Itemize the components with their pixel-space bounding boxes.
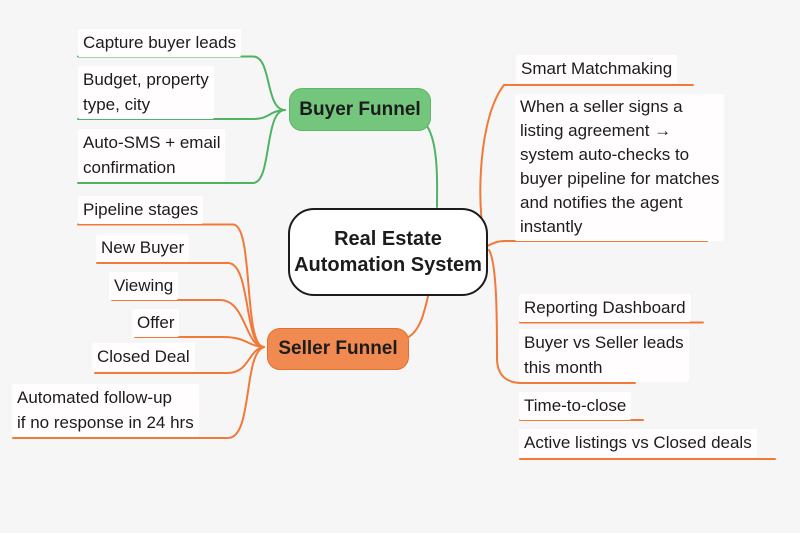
edge-buyer-vs-seller bbox=[488, 249, 636, 384]
root-node[interactable]: Real Estate Automation System bbox=[288, 208, 488, 296]
root-node-label: Real Estate Automation System bbox=[294, 228, 482, 276]
edge-new-buyer bbox=[96, 262, 265, 348]
edge-closed-deal bbox=[94, 346, 265, 374]
topic-new-buyer[interactable]: New Buyer bbox=[96, 234, 190, 262]
edge-capture-leads bbox=[77, 55, 286, 111]
topic-offer[interactable]: Offer bbox=[132, 309, 180, 337]
buyer-funnel-label: Buyer Funnel bbox=[299, 98, 421, 120]
seller-funnel-label: Seller Funnel bbox=[278, 338, 398, 359]
edge-follow-up bbox=[12, 346, 265, 439]
edge-buyer-to-root bbox=[426, 125, 439, 208]
topic-smart-matchmaking[interactable]: Smart Matchmaking bbox=[516, 55, 678, 83]
topic-reporting-dashboard[interactable]: Reporting Dashboard bbox=[519, 294, 691, 322]
edge-auto-sms bbox=[77, 109, 286, 184]
topic-closed-deal[interactable]: Closed Deal bbox=[92, 343, 195, 371]
edge-seller-to-root bbox=[406, 291, 430, 339]
edge-offer bbox=[134, 336, 265, 348]
edge-matchmaking-description bbox=[486, 240, 708, 247]
topic-capture-buyer-leads[interactable]: Capture buyer leads bbox=[78, 29, 242, 57]
topic-buyer-vs-seller-leads[interactable]: Buyer vs Seller leads this month bbox=[519, 329, 689, 382]
edge-pipeline-stages bbox=[77, 223, 265, 348]
topic-active-listings-vs-closed[interactable]: Active listings vs Closed deals bbox=[519, 429, 757, 457]
edge-viewing bbox=[111, 299, 265, 348]
buyer-funnel-node[interactable]: Buyer Funnel bbox=[289, 88, 431, 131]
topic-auto-sms-email[interactable]: Auto-SMS + email confirmation bbox=[78, 129, 226, 182]
topic-matchmaking-description[interactable]: When a seller signs a listing agreement … bbox=[515, 94, 725, 241]
topic-automated-follow-up[interactable]: Automated follow-up if no response in 24… bbox=[12, 384, 199, 437]
topic-budget-property-type-city[interactable]: Budget, property type, city bbox=[78, 66, 214, 119]
topic-time-to-close[interactable]: Time-to-close bbox=[519, 392, 632, 420]
topic-viewing[interactable]: Viewing bbox=[109, 272, 179, 300]
topic-pipeline-stages[interactable]: Pipeline stages bbox=[78, 196, 204, 224]
seller-funnel-node[interactable]: Seller Funnel bbox=[267, 328, 409, 370]
